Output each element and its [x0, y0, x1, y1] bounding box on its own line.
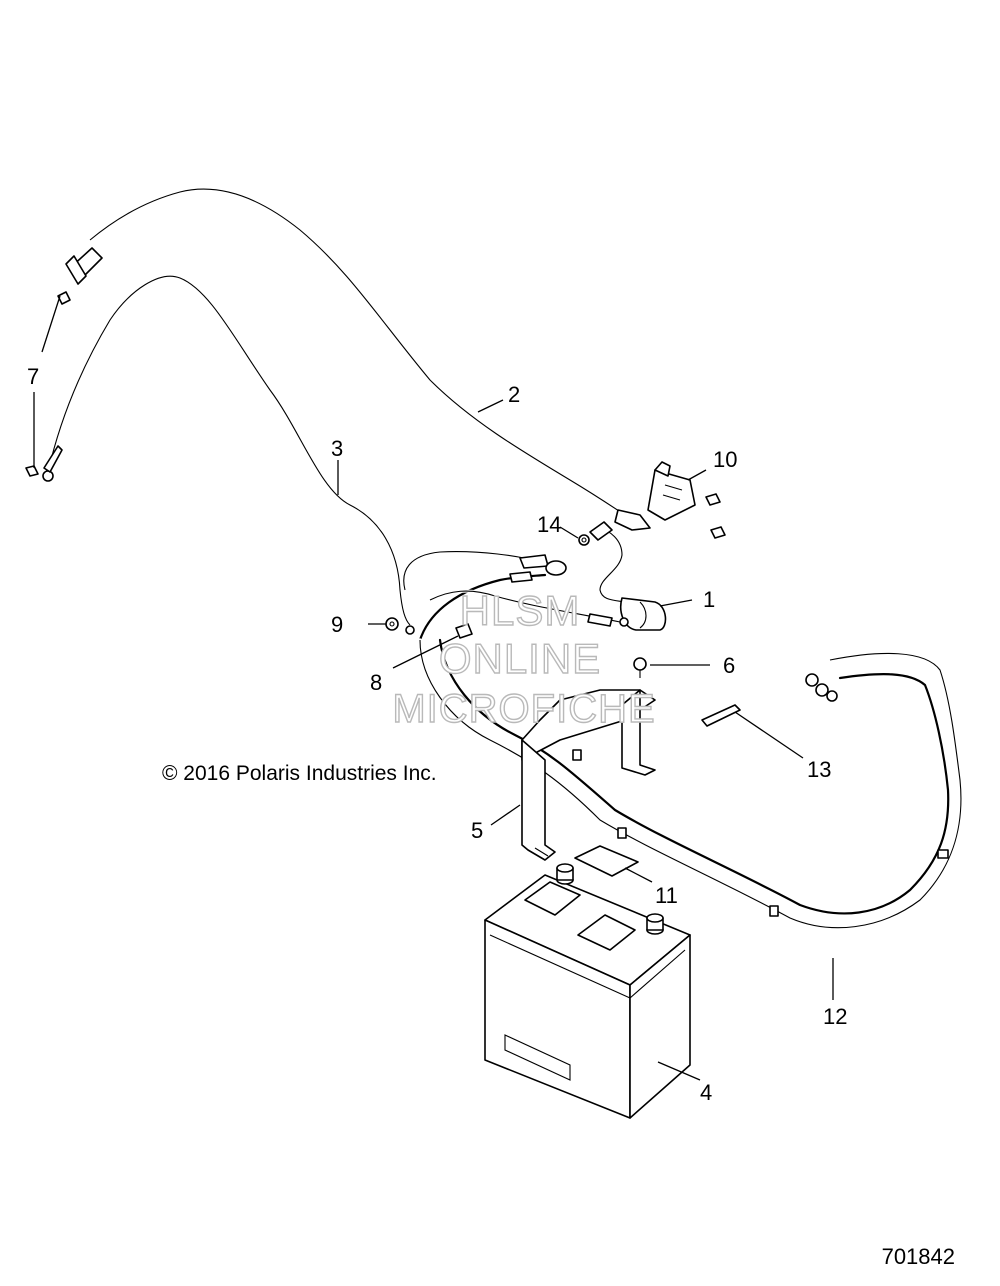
copyright-notice: © 2016 Polaris Industries Inc. [162, 762, 437, 785]
callout-2: 2 [508, 382, 520, 407]
watermark: HLSM ONLINE MICROFICHE [392, 586, 656, 731]
callout-1: 1 [703, 587, 715, 612]
watermark-line-2: ONLINE [439, 635, 601, 682]
part-14-nut [578, 534, 590, 546]
callout-10: 10 [713, 447, 737, 472]
callout-12: 12 [823, 1004, 847, 1029]
callout-5: 5 [471, 818, 483, 843]
part-4-battery [484, 863, 691, 1119]
leader-lines [33, 295, 834, 1081]
part-10-relay [647, 461, 696, 521]
part-6-fastener [633, 657, 647, 678]
watermark-line-3: MICROFICHE [392, 687, 655, 731]
part-5-bracket [521, 689, 656, 861]
part-11-label [574, 845, 639, 877]
callout-8: 8 [370, 670, 382, 695]
callout-13: 13 [807, 757, 831, 782]
callout-labels: 1 2 3 4 5 6 7 8 9 10 11 12 13 14 [27, 364, 847, 1105]
callout-4: 4 [700, 1080, 712, 1105]
callout-9: 9 [331, 612, 343, 637]
callout-14: 14 [537, 512, 561, 537]
part-8-clip [455, 623, 473, 639]
callout-11: 11 [655, 883, 678, 908]
cable-2 [65, 187, 651, 531]
cable-1 [589, 521, 667, 631]
battery-cables [402, 550, 629, 642]
watermark-line-1: HLSM [460, 587, 581, 634]
part-10-screws [705, 493, 726, 539]
callout-3: 3 [331, 436, 343, 461]
part-9-nut [385, 617, 399, 631]
cable-12 [418, 638, 963, 930]
callout-7: 7 [27, 364, 39, 389]
part-7-nuts [25, 291, 71, 477]
part-13-strap [701, 704, 741, 727]
cable-3 [42, 274, 415, 635]
figure-number: 701842 [882, 1244, 955, 1269]
callout-6: 6 [723, 653, 735, 678]
